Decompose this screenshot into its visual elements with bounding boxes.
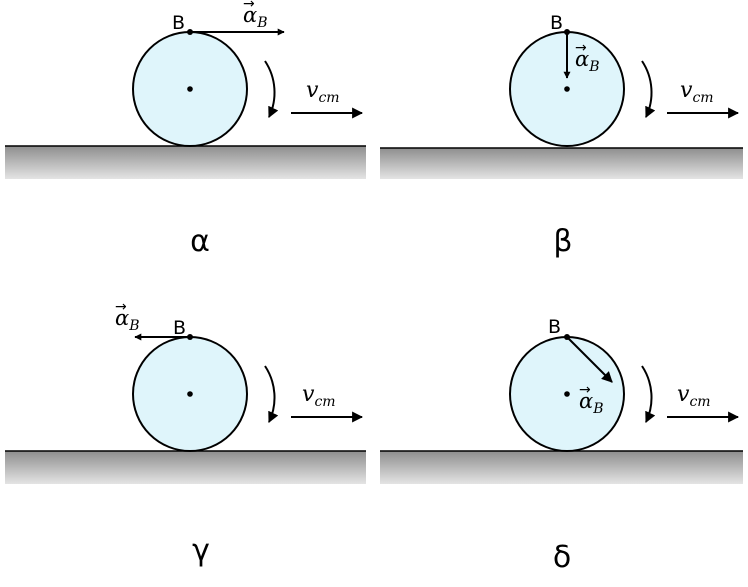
vector-arrow-icon: → [575,40,587,56]
velocity-label: vcm [306,78,340,106]
panel-caption-beta: β [553,224,572,259]
alpha-b-label: αB → [115,299,139,334]
panel-caption-delta: δ [553,540,571,575]
rotation-arrow [264,60,279,118]
ground [380,148,743,179]
ground [380,451,743,484]
point-b-label: B [172,12,185,34]
svg-text:αB: αB [579,389,603,417]
panel-beta: B αB → vcm β [380,12,743,259]
ground [5,451,366,484]
vector-arrow-icon: → [579,382,591,398]
rotation-arrow [641,60,656,118]
velocity-label: vcm [680,78,714,106]
panel-caption-gamma: γ [192,533,210,568]
rotation-arrow [264,365,279,423]
panel-alpha: B αB → vcm α [5,0,366,259]
vector-arrow-icon: → [115,299,127,315]
center-point [187,391,193,397]
point-b-label: B [550,12,563,34]
alpha-b-label: αB → [575,40,599,75]
velocity-label: vcm [677,382,711,410]
panel-delta: B αB → vcm δ [380,316,743,575]
svg-text:αB: αB [575,47,599,75]
alpha-b-label: αB → [579,382,603,417]
center-point [564,391,570,397]
svg-text:αB: αB [243,3,267,31]
point-b-label: B [173,317,186,339]
alpha-b-label: αB → [243,0,267,31]
svg-text:αB: αB [115,306,139,334]
alpha-arrow [566,336,613,383]
ground [5,146,366,179]
panel-caption-alpha: α [190,224,210,259]
panel-gamma: B αB → vcm γ [5,299,366,568]
center-point [187,86,193,92]
point-b-label: B [548,316,561,338]
vector-arrow-icon: → [243,0,255,12]
rotation-arrow [641,365,656,423]
velocity-label: vcm [302,382,336,410]
center-point [564,86,570,92]
